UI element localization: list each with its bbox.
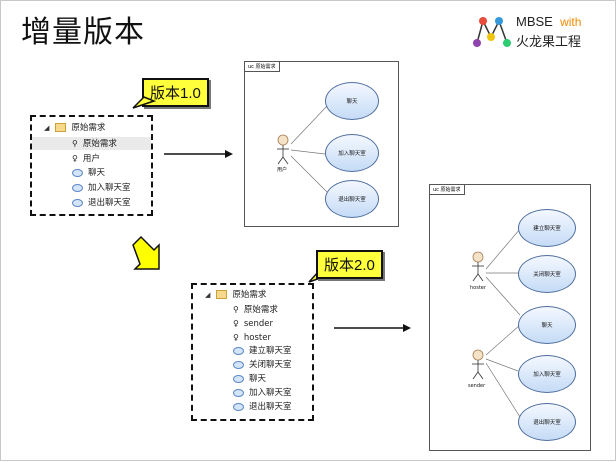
usecase-node[interactable]: 关闭聊天室 bbox=[518, 255, 576, 293]
logo-mark-icon bbox=[473, 17, 511, 47]
collapse-triangle-icon[interactable]: ◢ bbox=[205, 291, 211, 299]
down-right-arrow-icon bbox=[132, 235, 160, 270]
actor-figure-icon bbox=[472, 251, 484, 282]
tree-item-actor[interactable]: ♀sender bbox=[233, 319, 274, 329]
project-tree-v2: ◢原始需求 ⚲原始需求 ♀sender ♀hoster 建立聊天室 关闭聊天室 … bbox=[191, 283, 314, 421]
usecase-icon bbox=[72, 198, 83, 207]
actor-figure-icon bbox=[277, 134, 289, 165]
project-tree-v1: ◢原始需求 ⚲原始需求 ♀用户 聊天 加入聊天室 退出聊天室 bbox=[30, 115, 153, 216]
tree-item-diagram[interactable]: ⚲原始需求 bbox=[32, 137, 151, 150]
tree-root[interactable]: ◢原始需求 bbox=[44, 123, 106, 133]
logo: MBSE with 火龙果工程 bbox=[471, 14, 611, 51]
usecase-icon bbox=[233, 402, 244, 411]
tree-root[interactable]: ◢原始需求 bbox=[205, 290, 267, 300]
actor-icon: ♀ bbox=[233, 333, 239, 342]
diagram-frame-label: uc 原始需求 bbox=[245, 62, 280, 72]
actor-label: hoster bbox=[470, 285, 486, 291]
actor-figure-icon bbox=[472, 349, 484, 380]
usecase-icon bbox=[233, 346, 244, 355]
usecase-diagram-icon: ⚲ bbox=[72, 139, 78, 148]
tree-item-usecase[interactable]: 退出聊天室 bbox=[233, 401, 292, 414]
usecase-node[interactable]: 建立聊天室 bbox=[518, 209, 576, 247]
usecase-diagram-v1[interactable]: uc 原始需求 用户 聊天 加入聊天室 退出聊天室 bbox=[244, 61, 399, 227]
logo-brand: MBSE with bbox=[516, 14, 582, 29]
actor-icon: ♀ bbox=[233, 319, 239, 328]
usecase-node[interactable]: 退出聊天室 bbox=[325, 180, 379, 218]
usecase-icon bbox=[72, 183, 83, 192]
collapse-triangle-icon[interactable]: ◢ bbox=[44, 124, 50, 132]
usecase-node[interactable]: 加入聊天室 bbox=[518, 355, 576, 393]
tree-item-usecase[interactable]: 聊天 bbox=[72, 167, 105, 180]
tree-item-usecase[interactable]: 加入聊天室 bbox=[72, 182, 131, 195]
actor-icon: ♀ bbox=[72, 154, 78, 163]
folder-icon bbox=[216, 290, 228, 299]
folder-icon bbox=[55, 123, 67, 132]
diagram-v1-links bbox=[277, 105, 328, 193]
diagram-frame-label: uc 原始需求 bbox=[430, 185, 465, 195]
usecase-icon bbox=[233, 388, 244, 397]
usecase-node[interactable]: 退出聊天室 bbox=[518, 403, 576, 441]
tree-item-usecase[interactable]: 退出聊天室 bbox=[72, 197, 131, 210]
tree-item-usecase[interactable]: 聊天 bbox=[233, 373, 266, 386]
tree-item-usecase[interactable]: 加入聊天室 bbox=[233, 387, 292, 400]
usecase-diagram-v2[interactable]: uc 原始需求 hoster sender bbox=[429, 184, 591, 451]
usecase-icon bbox=[233, 374, 244, 383]
tree-item-actor[interactable]: ♀用户 bbox=[72, 154, 100, 164]
usecase-icon bbox=[233, 360, 244, 369]
tree-item-actor[interactable]: ♀hoster bbox=[233, 333, 271, 343]
usecase-node[interactable]: 聊天 bbox=[518, 306, 576, 344]
version-2-callout: 版本2.0 bbox=[316, 250, 383, 279]
tree-item-diagram[interactable]: ⚲原始需求 bbox=[233, 305, 278, 315]
slide-title: 增量版本 bbox=[21, 15, 145, 50]
usecase-diagram-icon: ⚲ bbox=[233, 305, 239, 314]
tree-item-usecase[interactable]: 关闭聊天室 bbox=[233, 359, 292, 372]
usecase-node[interactable]: 加入聊天室 bbox=[325, 134, 379, 172]
logo-company: 火龙果工程 bbox=[516, 35, 582, 50]
usecase-node[interactable]: 聊天 bbox=[325, 82, 379, 120]
version-1-callout: 版本1.0 bbox=[142, 78, 209, 107]
tree-item-usecase[interactable]: 建立聊天室 bbox=[233, 345, 292, 358]
actor-label: sender bbox=[468, 383, 486, 389]
diagram-v2-links bbox=[472, 228, 521, 418]
actor-label: 用户 bbox=[277, 167, 288, 173]
usecase-icon bbox=[72, 168, 83, 177]
